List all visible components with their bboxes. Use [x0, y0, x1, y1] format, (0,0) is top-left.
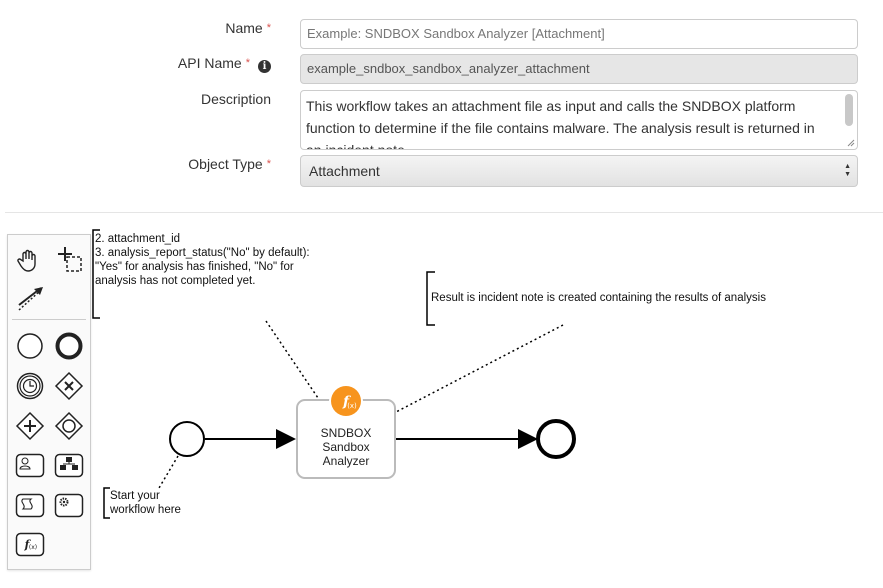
annotation-result[interactable]: Result is incident note is created conta… [431, 292, 766, 304]
info-icon[interactable]: i [258, 60, 271, 73]
connect-tool-icon[interactable] [16, 285, 46, 313]
textarea-scrollbar[interactable] [845, 94, 853, 126]
hand-tool-icon[interactable] [16, 247, 42, 273]
service-task-icon[interactable] [54, 493, 84, 519]
svg-text:(x): (x) [347, 402, 357, 410]
svg-text:f: f [24, 538, 32, 551]
function-badge-icon: f (x) [329, 384, 363, 418]
tool-palette: f (x) [7, 234, 91, 570]
name-label: Name* [225, 20, 271, 36]
association-line [265, 320, 319, 399]
exclusive-gateway-icon[interactable] [54, 371, 84, 401]
annotation-bracket [103, 487, 110, 519]
description-textarea[interactable]: This workflow takes an attachment file a… [300, 90, 858, 150]
name-row: Name* Example: SNDBOX Sandbox Analyzer [… [0, 19, 883, 49]
annotation-bracket [426, 271, 435, 326]
name-input[interactable]: Example: SNDBOX Sandbox Analyzer [Attach… [300, 19, 858, 49]
task-label-line: SNDBOX [320, 426, 372, 440]
object-type-value: Attachment [309, 163, 380, 179]
api-name-row: API Name*i example_sndbox_sandbox_analyz… [0, 54, 883, 84]
required-marker: * [245, 57, 250, 69]
task-label-line: Sandbox [322, 440, 370, 454]
svg-text:f: f [342, 394, 352, 410]
object-type-label: Object Type* [188, 156, 271, 172]
annotation-bracket [92, 229, 100, 319]
api-name-label: API Name*i [178, 54, 271, 73]
end-event [536, 419, 576, 459]
association-line [158, 455, 179, 489]
description-label: Description [200, 91, 271, 107]
svg-text:(x): (x) [29, 544, 37, 551]
annotation-inputs[interactable]: 2. attachment_id 3. analysis_report_stat… [95, 233, 310, 287]
task-label-line: Analyzer [322, 454, 370, 468]
lasso-tool-icon[interactable] [55, 245, 85, 275]
timer-event-icon[interactable] [15, 371, 45, 401]
start-event [169, 421, 205, 457]
resize-grip-icon[interactable] [847, 139, 855, 147]
user-task-icon[interactable] [15, 453, 45, 479]
inclusive-gateway-icon[interactable] [54, 411, 84, 441]
required-marker: * [266, 22, 271, 34]
annotation-start[interactable]: Start your workflow here [110, 490, 181, 516]
script-task-icon[interactable] [15, 493, 45, 519]
end-event-icon[interactable] [54, 331, 84, 361]
api-name-field: example_sndbox_sandbox_analyzer_attachme… [300, 54, 858, 84]
description-text: This workflow takes an attachment file a… [306, 98, 815, 150]
object-type-select[interactable]: Attachment ▲▼ [300, 155, 858, 187]
select-arrows-icon: ▲▼ [844, 163, 851, 178]
section-divider [5, 212, 883, 213]
subprocess-icon[interactable] [54, 453, 84, 479]
parallel-gateway-icon[interactable] [15, 411, 45, 441]
required-marker: * [266, 158, 271, 170]
start-event-icon[interactable] [15, 331, 45, 361]
function-task-icon[interactable]: f (x) [15, 532, 45, 558]
palette-separator [12, 319, 86, 320]
association-line [395, 324, 564, 413]
